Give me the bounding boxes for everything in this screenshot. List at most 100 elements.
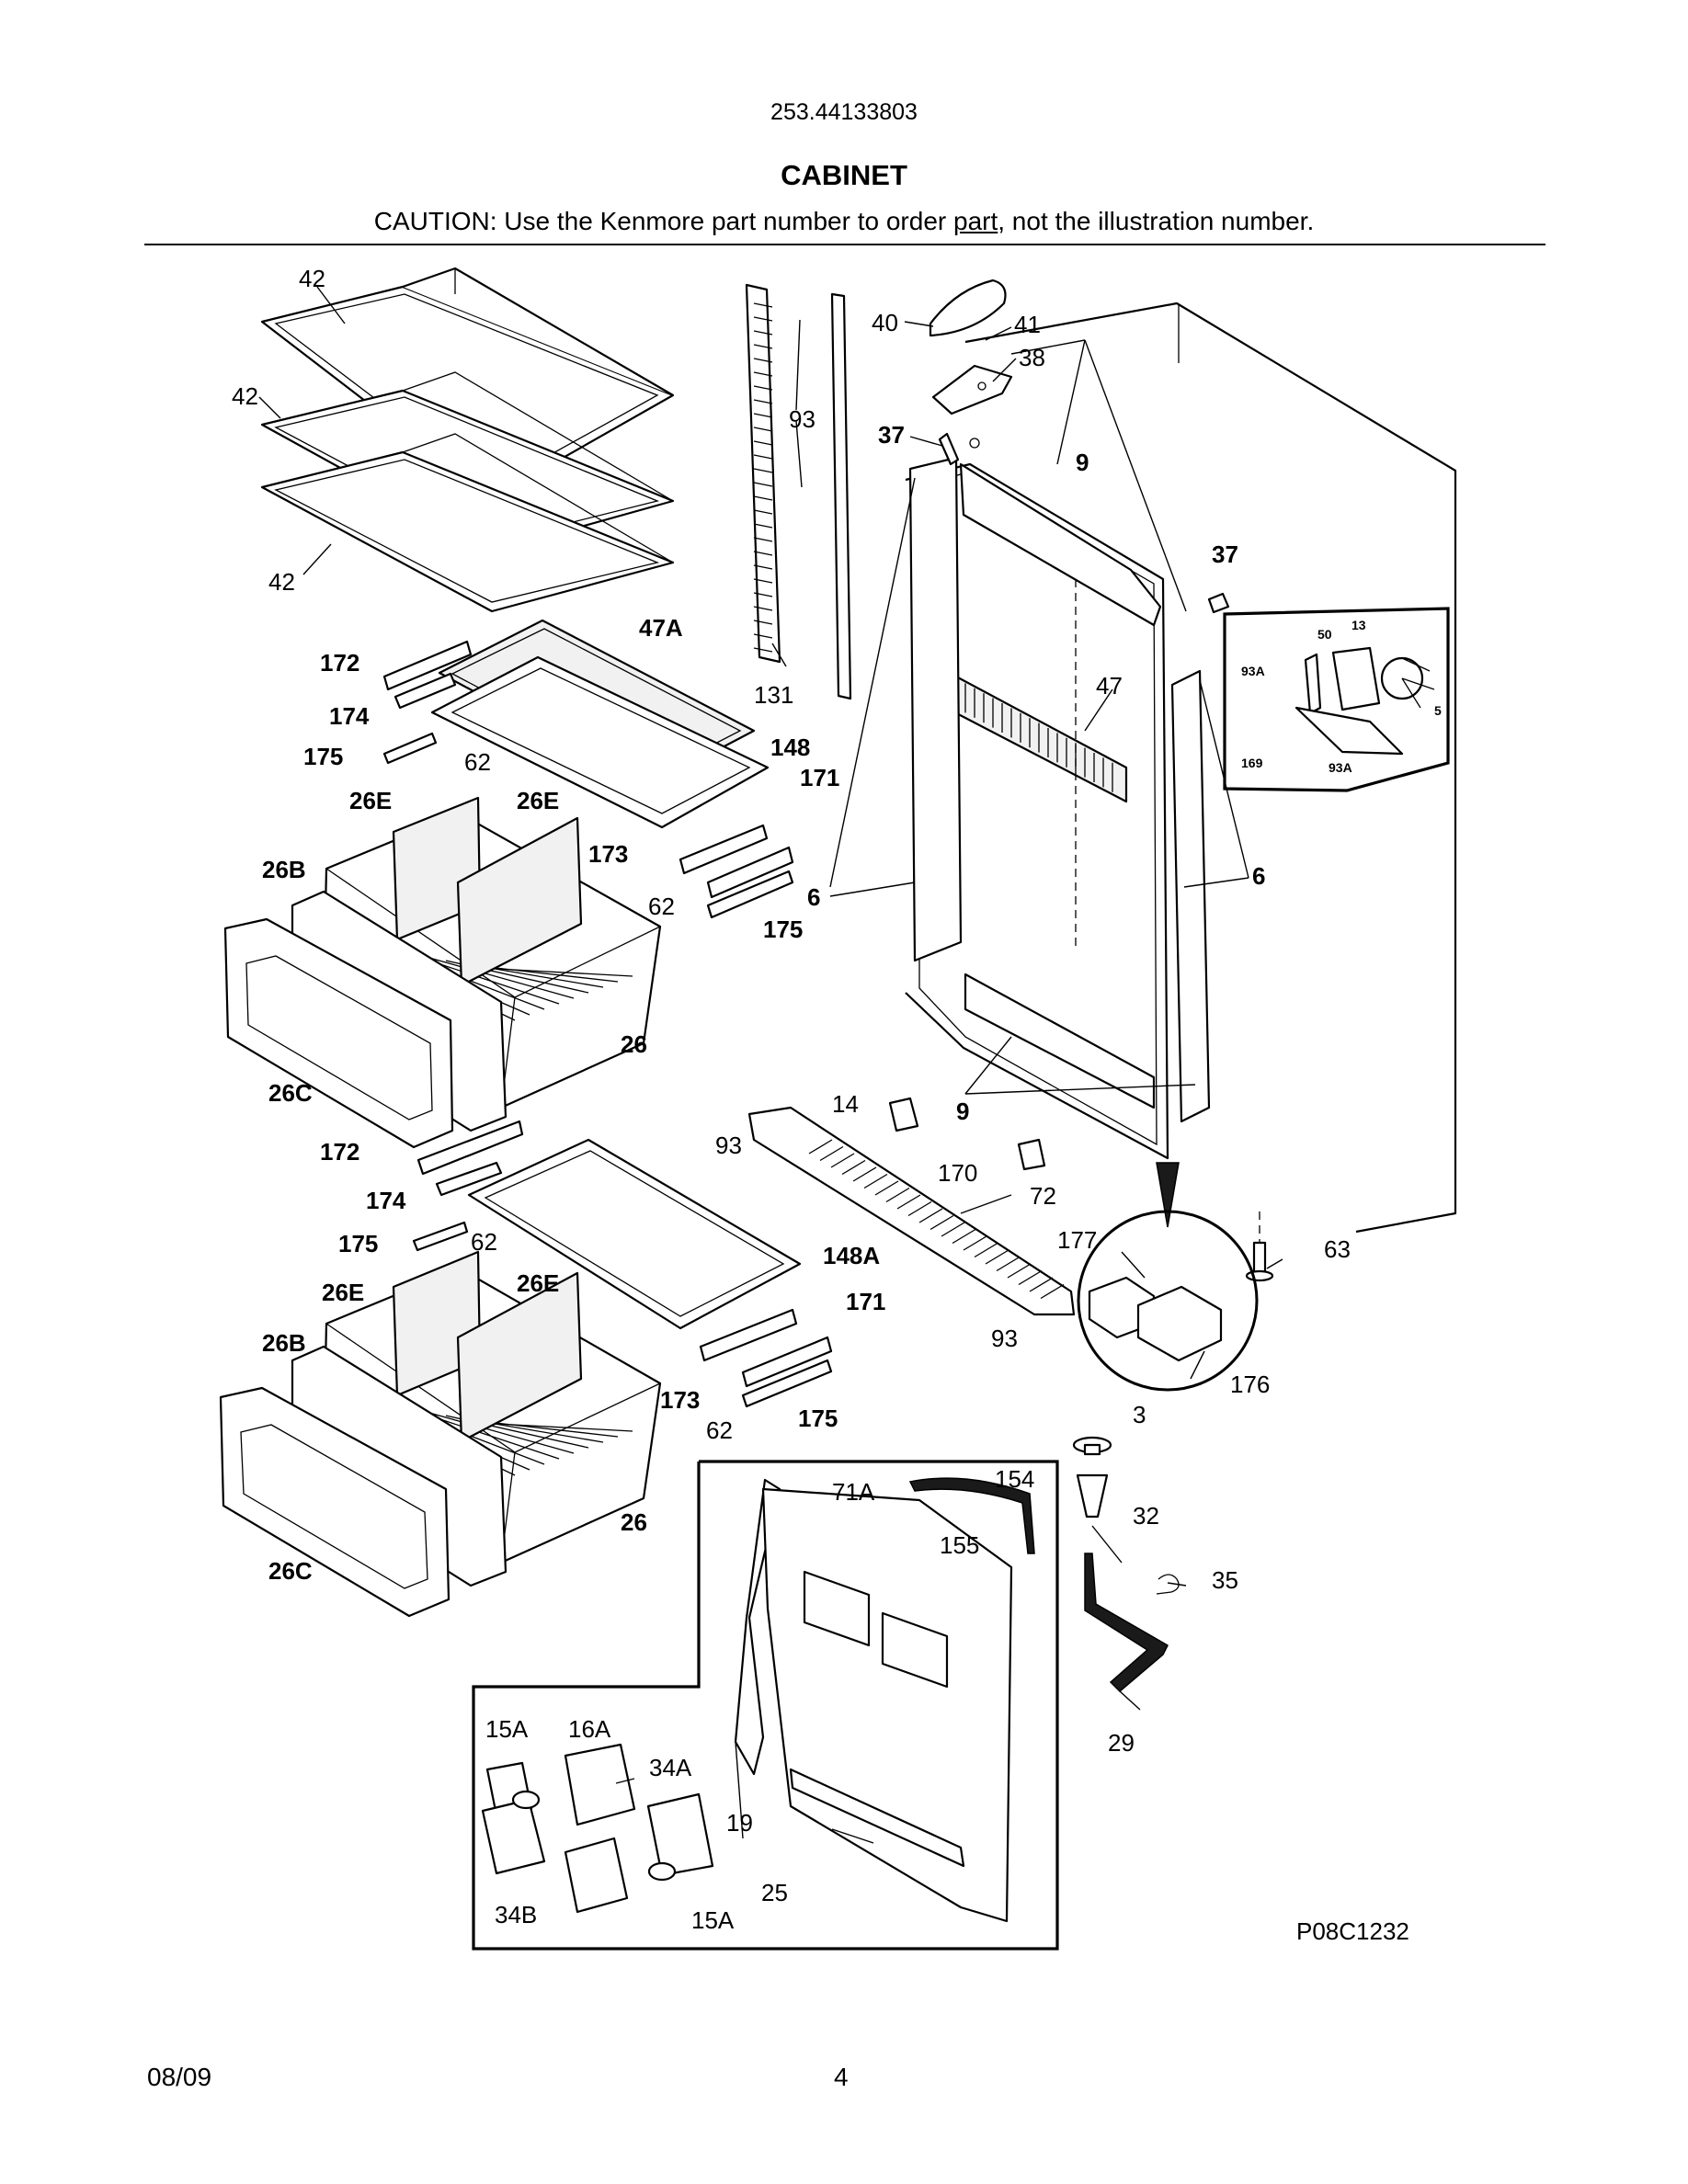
callout-174b: 174 xyxy=(366,1187,406,1214)
callout-15a-1: 15A xyxy=(485,1715,529,1743)
rail-slot xyxy=(753,440,773,446)
callout-172a: 172 xyxy=(320,649,359,677)
toe-grille-72 xyxy=(747,1106,1076,1316)
callout-154: 154 xyxy=(995,1465,1034,1493)
control-detail-circle xyxy=(1077,1162,1259,1392)
grille-slot xyxy=(852,1166,877,1182)
grille-slot xyxy=(841,1159,866,1176)
rail-slot xyxy=(753,399,773,404)
callout-26-upper: 26 xyxy=(621,1030,647,1058)
callout-175a: 175 xyxy=(303,743,343,770)
callout-62b: 62 xyxy=(648,893,675,920)
caution-note: CAUTION: Use the Kenmore part number to … xyxy=(0,207,1688,236)
rail-slot xyxy=(753,344,773,349)
crisper-divider-26e-b xyxy=(456,816,583,987)
header-divider xyxy=(144,244,1545,245)
grille-slot xyxy=(885,1187,910,1203)
callout-16a: 16A xyxy=(568,1715,611,1743)
rail-slot xyxy=(753,316,773,322)
callout-175d: 175 xyxy=(798,1405,838,1432)
callout-37a: 37 xyxy=(878,421,905,449)
rail-slot xyxy=(753,592,773,597)
callout-15a-2: 15A xyxy=(691,1906,735,1934)
caution-prefix: CAUTION: Use the Kenmore part number to … xyxy=(373,207,953,235)
callout-13: 13 xyxy=(1352,618,1366,632)
grille-slot xyxy=(952,1228,976,1245)
callout-148: 148 xyxy=(770,734,810,761)
callout-9-bottom: 9 xyxy=(956,1098,969,1125)
rail-slot xyxy=(753,371,773,377)
callout-34a: 34A xyxy=(649,1754,692,1781)
callout-42c: 42 xyxy=(268,568,295,596)
callout-35: 35 xyxy=(1212,1566,1238,1594)
crisper-frame-148 xyxy=(430,655,770,829)
rail-slot xyxy=(753,385,773,391)
drawing-code: P08C1232 xyxy=(1296,1917,1409,1945)
callout-9-top: 9 xyxy=(1076,449,1089,476)
callout-42a: 42 xyxy=(299,265,325,292)
callout-148a: 148A xyxy=(823,1242,880,1269)
callout-62a: 62 xyxy=(464,748,491,776)
rail-slot xyxy=(753,468,773,473)
rail-slot xyxy=(753,606,773,611)
rail-slot xyxy=(753,495,773,501)
callout-173b: 173 xyxy=(660,1386,700,1414)
model-number: 253.44133803 xyxy=(770,99,918,125)
liner-vent-slots xyxy=(955,678,1113,792)
light-switch-14 xyxy=(888,1097,919,1132)
callout-29: 29 xyxy=(1108,1729,1135,1757)
rail-slot xyxy=(753,564,773,570)
light-housing-detail-box xyxy=(472,1460,1059,1951)
callout-171b: 171 xyxy=(846,1288,885,1315)
callout-34b: 34B xyxy=(495,1901,537,1928)
callout-40: 40 xyxy=(872,309,898,336)
callout-14: 14 xyxy=(832,1090,859,1118)
rail-slot xyxy=(753,358,773,363)
callout-93-low: 93 xyxy=(991,1325,1018,1352)
callout-177: 177 xyxy=(1057,1226,1097,1254)
rail-slot xyxy=(753,523,773,529)
callout-41: 41 xyxy=(1014,311,1041,338)
caution-underlined-word: part xyxy=(953,207,998,235)
grille-slot xyxy=(930,1214,954,1231)
callout-25: 25 xyxy=(761,1879,788,1906)
callout-174a: 174 xyxy=(329,702,370,730)
footer-date: 08/09 xyxy=(147,2063,212,2091)
grille-slot xyxy=(974,1242,998,1258)
callout-26c-1: 26C xyxy=(268,1079,313,1107)
grille-slot xyxy=(1040,1283,1065,1300)
callout-26e-3: 26E xyxy=(322,1279,364,1306)
rail-slot xyxy=(753,302,773,308)
callout-72: 72 xyxy=(1030,1182,1056,1210)
grille-slot xyxy=(918,1208,943,1223)
callout-93a-1: 93A xyxy=(1241,664,1265,678)
callout-171a: 171 xyxy=(800,764,839,791)
callout-63: 63 xyxy=(1324,1235,1351,1263)
top-hinge-assembly xyxy=(929,279,1230,614)
callout-26c-2: 26C xyxy=(268,1557,313,1585)
grille-slot xyxy=(808,1139,833,1155)
callout-leaders xyxy=(258,286,1283,1844)
callout-42b: 42 xyxy=(232,382,258,410)
shelf-42-top xyxy=(260,267,675,500)
rail-slot xyxy=(753,427,773,432)
grille-slot xyxy=(830,1153,855,1168)
rail-slot xyxy=(753,413,773,418)
drawer-rib xyxy=(428,1412,575,1454)
callout-71a: 71A xyxy=(832,1478,875,1506)
crisper-divider-26e-d xyxy=(456,1271,583,1443)
grille-slot xyxy=(1029,1277,1054,1292)
callout-93a-2: 93A xyxy=(1329,760,1352,775)
damper-170 xyxy=(1017,1138,1046,1171)
callout-26e-2: 26E xyxy=(517,787,559,814)
door-gasket-strips xyxy=(908,456,1211,1123)
callout-26b-1: 26B xyxy=(262,856,306,883)
drawer-rib xyxy=(428,957,575,999)
callout-175b: 175 xyxy=(763,916,803,943)
grille-slot xyxy=(907,1200,932,1217)
callout-26-lower: 26 xyxy=(621,1508,647,1536)
callout-26b-2: 26B xyxy=(262,1329,306,1357)
drawer-rib xyxy=(495,968,633,977)
callout-26e-4: 26E xyxy=(517,1269,559,1297)
